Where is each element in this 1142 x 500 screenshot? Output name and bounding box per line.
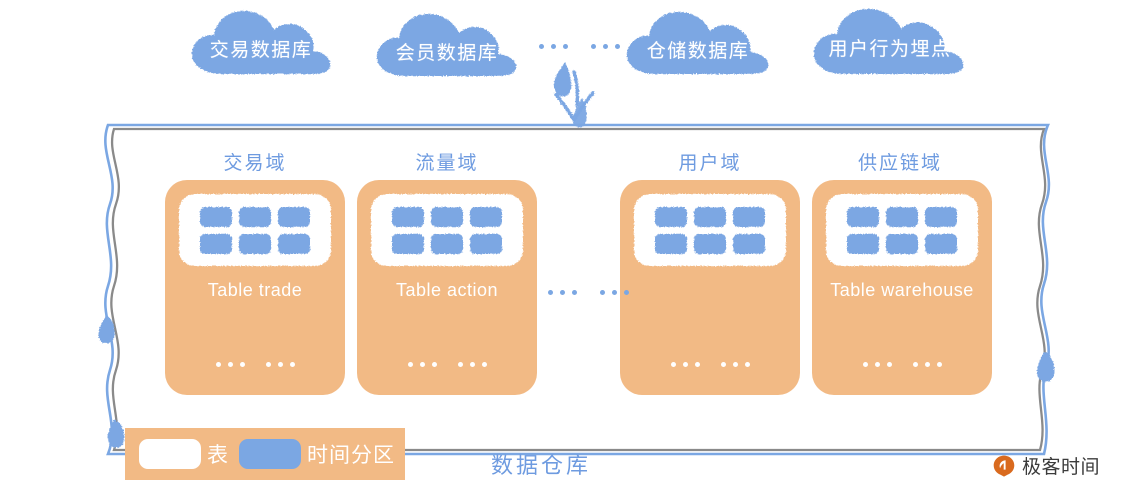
partition-cell[interactable] [392,233,424,254]
card-ellipsis [165,362,345,367]
table-name-label: Table trade [207,280,303,300]
partition-grid-container [634,194,786,266]
legend-swatch-table [139,439,201,469]
partition-cell[interactable] [470,233,502,254]
inter-card-ellipsis [548,290,629,295]
cloud-icon [191,10,331,74]
page-title-text: 数据仓库 [490,453,591,478]
partition-cell[interactable] [925,206,957,227]
partition-cell[interactable] [925,233,957,254]
domain-label-1: 交易域 [223,153,287,174]
source-cloud-4-label: 用户行为埋点 [828,38,952,60]
partition-cell[interactable] [278,206,310,227]
partition-cell[interactable] [655,233,687,254]
partition-cell[interactable] [733,206,765,227]
domain-label-2: 流量域 [415,153,479,174]
partition-cell[interactable] [694,206,726,227]
source-cloud-2[interactable]: 会员数据库 [372,12,522,78]
source-cloud-4[interactable]: 用户行为埋点 [808,6,972,76]
partition-cell[interactable] [694,233,726,254]
partition-cell[interactable] [847,206,879,227]
domain-card-3[interactable] [620,180,800,395]
partition-grid [655,206,765,254]
source-cloud-1-label: 交易数据库 [209,39,313,61]
domain-label-4: 供应链域 [857,153,942,174]
partition-cell[interactable] [470,206,502,227]
legend: 表 时间分区 [125,428,405,480]
partition-cell[interactable] [431,233,463,254]
partition-cell[interactable] [847,233,879,254]
partition-grid [847,206,957,254]
partition-cell[interactable] [200,206,232,227]
source-cloud-2-label: 会员数据库 [395,42,499,64]
partition-cell[interactable] [431,206,463,227]
legend-label-table: 表 [207,444,229,467]
brand-name: 极客时间 [1021,457,1100,478]
source-ellipsis [539,44,620,49]
partition-cell[interactable] [886,206,918,227]
partition-cell[interactable] [392,206,424,227]
partition-grid [392,206,502,254]
domain-card-2[interactable]: Table action [357,180,537,395]
brand: 极客时间 [993,452,1100,479]
partition-cell[interactable] [239,233,271,254]
domain-card-1[interactable]: Table trade [165,180,345,395]
partition-cell[interactable] [655,206,687,227]
domain-card-4[interactable]: Table warehouse [812,180,992,395]
warehouse-frame-outline [98,123,1055,456]
partition-cell[interactable] [239,206,271,227]
card-ellipsis [812,362,992,367]
card-ellipsis [620,362,800,367]
cloud-icon [626,11,769,74]
partition-cell[interactable] [200,233,232,254]
partition-grid-container [826,194,978,266]
partition-grid [200,206,310,254]
source-cloud-1[interactable]: 交易数据库 [186,8,336,76]
partition-cell[interactable] [278,233,310,254]
source-cloud-3-label: 仓储数据库 [646,40,750,62]
partition-cell[interactable] [886,233,918,254]
card-ellipsis [357,362,537,367]
partition-grid-container [371,194,523,266]
table-name-label: Table warehouse [830,280,974,300]
geektime-logo-icon [993,455,1015,477]
source-cloud-3[interactable]: 仓储数据库 [622,10,774,76]
table-name-label: Table action [395,280,499,300]
legend-label-partition: 时间分区 [307,444,395,467]
legend-swatch-partition [239,439,301,469]
partition-cell[interactable] [733,233,765,254]
partition-grid-container [179,194,331,266]
cloud-icon [813,8,964,74]
domain-label-3: 用户域 [678,153,742,174]
flow-arrow-group [553,62,595,128]
page-title: 数据仓库 [0,448,1142,480]
data-warehouse-container [98,123,1055,456]
cloud-icon [376,13,517,76]
